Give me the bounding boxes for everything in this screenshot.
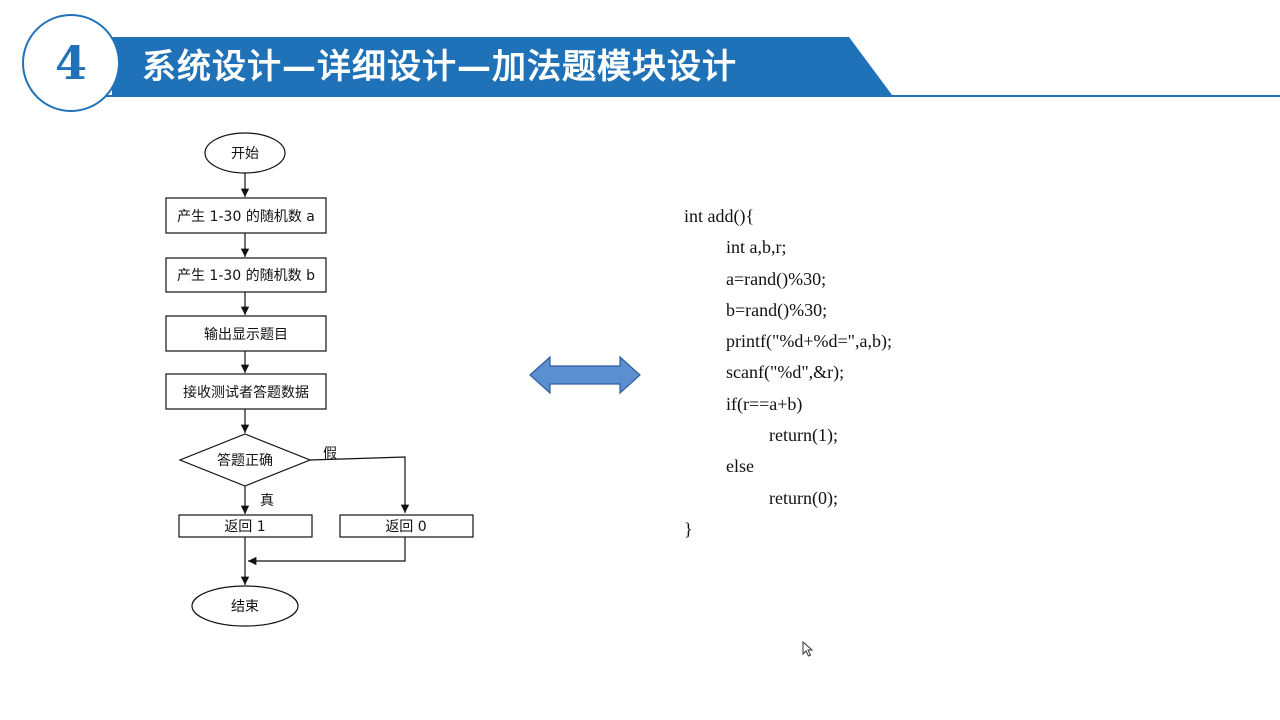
step-box-2 [165, 257, 327, 293]
end-label: 结束 [231, 599, 259, 615]
title-banner [112, 37, 892, 95]
start-label: 开始 [231, 146, 259, 162]
code-line: else [726, 456, 754, 477]
code-line: } [684, 518, 693, 539]
code-block: int add(){ int a,b,r; a=rand()%30; b=ran… [684, 202, 1044, 546]
step-label-4: 接收测试者答题数据 [183, 384, 309, 401]
slide-header: 系统设计—详细设计—加法题模块设计 4 [0, 0, 1280, 130]
code-line: printf("%d+%d=",a,b); [726, 331, 892, 352]
step-label-3: 输出显示题目 [204, 327, 288, 343]
double-arrow-shape [529, 355, 641, 395]
section-number-badge: 4 [22, 14, 120, 112]
code-line: return(0); [769, 487, 838, 508]
mouse-cursor-icon [802, 641, 814, 657]
step-box-4 [165, 373, 327, 410]
return-0-label: 返回 0 [385, 519, 426, 535]
no-label: 假 [323, 446, 337, 462]
flowchart: 开始 产生 1-30 的随机数 a 产生 1-30 的随机数 b 输出显示题目 … [165, 132, 474, 627]
code-line: scanf("%d",&r); [726, 362, 845, 383]
header-rule [100, 95, 1280, 97]
double-arrow-icon [529, 355, 641, 395]
step-box-3 [165, 315, 327, 352]
code-line: int add(){ [684, 206, 755, 226]
code-line: a=rand()%30; [726, 268, 827, 289]
step-label-2: 产生 1-30 的随机数 b [177, 268, 315, 284]
yes-label: 真 [260, 493, 274, 509]
code-line: return(1); [769, 425, 838, 446]
code-line: int a,b,r; [726, 237, 787, 258]
step-label-1: 产生 1-30 的随机数 a [177, 209, 315, 225]
return-0-box [339, 514, 474, 538]
section-title: 系统设计—详细设计—加法题模块设计 [142, 47, 737, 87]
end-terminal [191, 585, 299, 627]
decision-label: 答题正确 [217, 452, 273, 469]
code-line: b=rand()%30; [726, 299, 828, 320]
return-1-label: 返回 1 [224, 519, 265, 535]
section-number: 4 [54, 36, 87, 90]
step-box-1 [165, 197, 327, 234]
code-line: if(r==a+b) [726, 393, 803, 414]
